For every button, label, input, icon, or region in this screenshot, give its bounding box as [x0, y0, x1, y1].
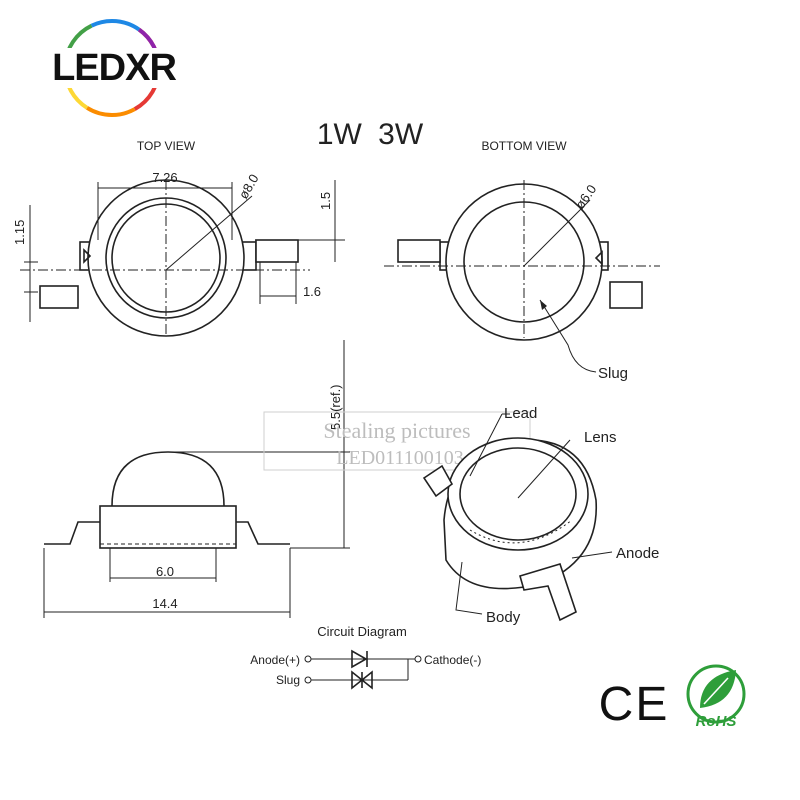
circuit-anode-label: Anode(+) [250, 653, 300, 667]
ce-text: CE [599, 678, 670, 731]
watermark-line-2: LED011100103 [336, 447, 463, 469]
side-view: 5.5(ref.) 6.0 14.4 Stealing pictures LED… [43, 340, 531, 618]
dim-width-7-26: 7.26 [152, 170, 177, 185]
bottom-view: BOTTOM VIEW ø6.0 Slug [384, 139, 660, 382]
logo-text: LEDXR [52, 47, 176, 89]
circuit-title: Circuit Diagram [317, 624, 407, 639]
ce-mark: CE [599, 678, 670, 731]
watermark-line-1: Stealing pictures [323, 418, 470, 443]
callout-lead: Lead [504, 405, 537, 422]
dim-total-14-4: 14.4 [152, 596, 177, 611]
callout-anode: Anode [616, 545, 659, 562]
dim-diameter-8: ø8.0 [236, 171, 262, 201]
dim-lead-left-1-15: 1.15 [12, 220, 27, 245]
perspective-view: Lead Lens Anode Body [422, 405, 659, 626]
ledxr-logo: LEDXR [40, 19, 188, 117]
circuit-cathode-label: Cathode(-) [424, 653, 481, 667]
dim-lead-offset-1-5: 1.5 [318, 192, 333, 210]
top-view-label: TOP VIEW [137, 139, 196, 153]
dim-lead-length-1-6: 1.6 [303, 284, 321, 299]
slug-label: Slug [598, 365, 628, 382]
circuit-slug-label: Slug [276, 673, 300, 687]
rohs-mark: RoHS [686, 664, 746, 730]
rohs-text: RoHS [696, 713, 737, 730]
page-title: 1W 3W [317, 118, 424, 151]
circuit-diagram: Circuit Diagram Anode(+) Cathode(-) Slug [250, 624, 481, 690]
top-view: TOP VIEW 7.26 ø8.0 1.5 1.15 1.6 [12, 139, 345, 337]
dim-height-5-5: 5.5(ref.) [328, 384, 343, 430]
dim-inner-6-0: 6.0 [156, 564, 174, 579]
bottom-view-label: BOTTOM VIEW [481, 139, 567, 153]
callout-lens: Lens [584, 429, 617, 446]
callout-body: Body [486, 609, 521, 626]
